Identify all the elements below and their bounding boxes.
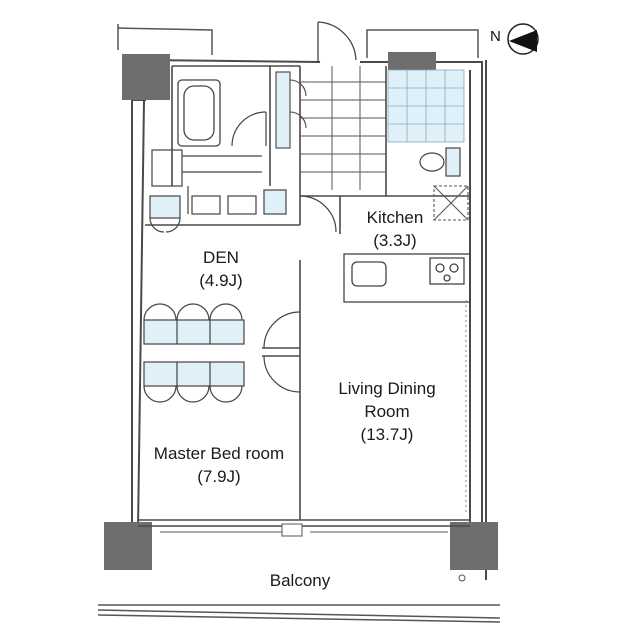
hall-door	[299, 195, 337, 233]
living-line2: Room	[364, 402, 410, 421]
master-size: (7.9J)	[197, 467, 241, 486]
north-arrow: N	[488, 20, 544, 56]
den-size: (4.9J)	[199, 271, 243, 290]
room-label-balcony: Balcony	[240, 569, 360, 592]
drain-mark	[458, 574, 466, 582]
bedroom-doors	[263, 311, 301, 393]
den-name: DEN	[203, 248, 239, 267]
refrigerator-space	[433, 185, 469, 221]
toilet-tiles	[387, 69, 465, 143]
interior-walls	[138, 65, 470, 527]
room-label-living: Living Dining Room (13.7J)	[312, 377, 462, 446]
north-arrow-icon	[507, 23, 539, 55]
bathtub	[177, 79, 221, 147]
kitchen-size: (3.3J)	[373, 231, 417, 250]
closet-doors-hall	[275, 71, 307, 149]
kitchen-name: Kitchen	[366, 208, 424, 227]
entry-tile-grid	[300, 66, 386, 190]
roof-lines	[117, 24, 479, 58]
living-size: (13.7J)	[360, 425, 414, 444]
master-name: Master Bed room	[153, 444, 285, 463]
room-label-den: DEN (4.9J)	[176, 246, 266, 292]
toilet	[419, 147, 461, 177]
balcony-rail	[97, 604, 501, 623]
living-line1: Living Dining	[338, 379, 436, 398]
vanity-counter	[151, 149, 287, 215]
north-letter: N	[490, 28, 501, 45]
kitchen-counter	[343, 253, 471, 303]
room-label-master: Master Bed room (7.9J)	[144, 442, 294, 488]
bath-door	[231, 111, 267, 147]
balcony-name: Balcony	[269, 571, 331, 590]
balcony-windows	[160, 523, 448, 537]
room-label-kitchen: Kitchen (3.3J)	[350, 206, 440, 252]
entrance-door	[317, 21, 357, 62]
bedroom-closets	[143, 195, 245, 403]
